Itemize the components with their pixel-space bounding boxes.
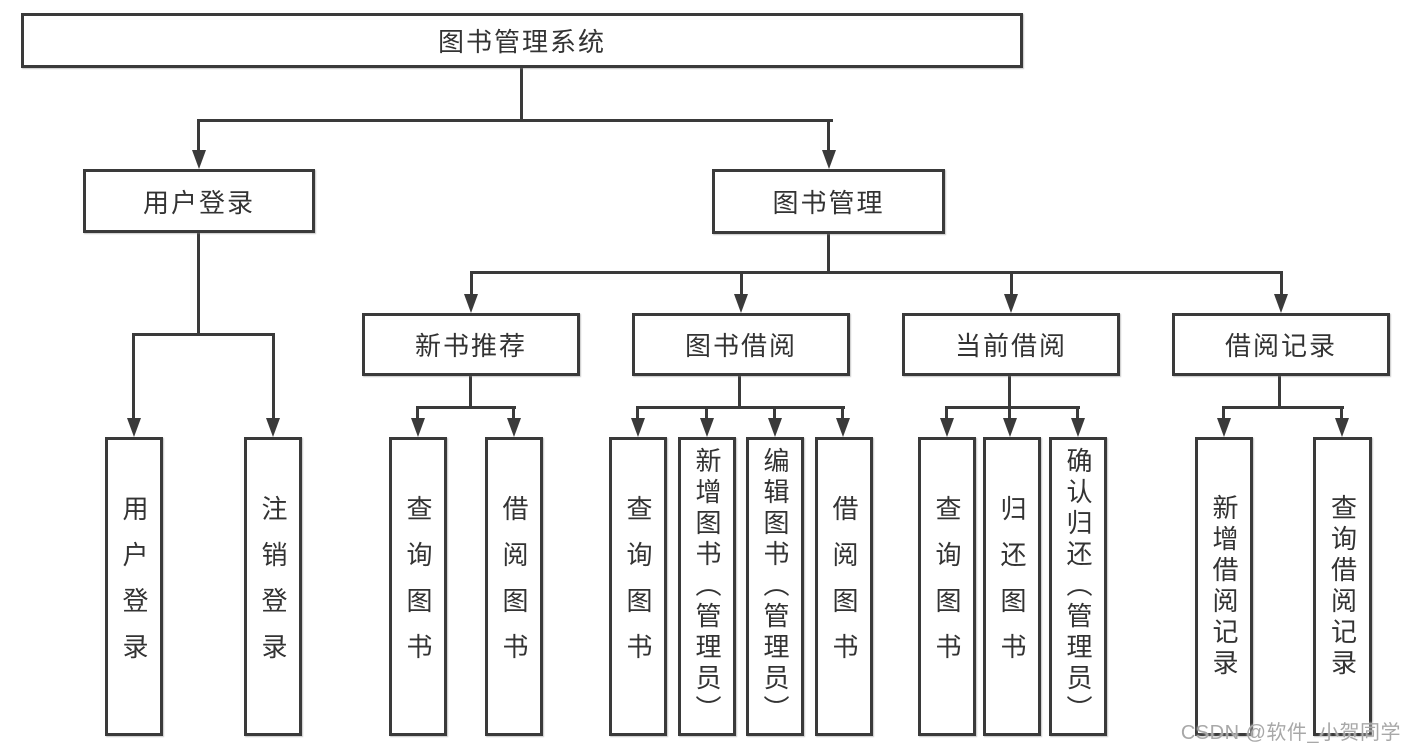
edge-line	[945, 406, 948, 419]
arrowhead	[1274, 294, 1288, 313]
arrowhead	[464, 294, 478, 313]
edge-line	[1008, 376, 1011, 409]
arrowhead	[940, 418, 954, 437]
node-label: 归还图书	[997, 494, 1027, 679]
node-label: 用户登录	[142, 187, 255, 218]
edge-line	[827, 119, 830, 151]
arrowhead	[192, 150, 206, 169]
arrowhead	[1071, 418, 1085, 437]
arrowhead	[266, 418, 280, 437]
edge-line	[132, 333, 135, 419]
node-label: 用户登录	[119, 494, 149, 679]
edge-line	[197, 119, 833, 122]
edge-line	[1222, 406, 1344, 409]
node-borrowing-add-books-admin: 新增图书（管理员）	[678, 437, 736, 736]
edge-line	[520, 68, 523, 120]
edge-line	[636, 406, 639, 419]
node-label: 图书管理系统	[437, 27, 606, 57]
edge-line	[1222, 406, 1225, 419]
node-label: 注销登录	[258, 494, 288, 679]
arrowhead	[1335, 418, 1349, 437]
node-label: 当前借阅	[954, 331, 1067, 361]
node-current-confirm-return-admin: 确认归还（管理员）	[1049, 437, 1107, 736]
arrowhead	[700, 418, 714, 437]
node-label: 借阅图书	[499, 494, 529, 679]
edge-line	[469, 376, 472, 409]
arrowhead	[734, 294, 748, 313]
node-label: 确认归还（管理员）	[1063, 447, 1093, 726]
arrowhead	[127, 418, 141, 437]
node-label: 新书推荐	[414, 331, 527, 361]
edge-line	[132, 333, 275, 336]
node-user-login: 用户登录	[83, 169, 315, 233]
node-borrowing-edit-books-admin: 编辑图书（管理员）	[746, 437, 804, 736]
edge-line	[272, 333, 275, 419]
edge-line	[1340, 406, 1343, 419]
node-current-return-books: 归还图书	[983, 437, 1041, 736]
node-label: 借阅图书	[829, 494, 859, 679]
node-borrowing-records: 借阅记录	[1172, 313, 1390, 376]
node-records-query-record: 查询借阅记录	[1313, 437, 1372, 736]
edge-line	[636, 406, 845, 409]
edge-line	[470, 271, 1282, 274]
csdn-watermark: CSDN @软件_小贺同学	[1180, 722, 1401, 744]
edge-line	[945, 406, 1080, 409]
node-label: 编辑图书（管理员）	[760, 447, 790, 726]
arrowhead	[1217, 418, 1231, 437]
node-recommend-query-books: 查询图书	[389, 437, 447, 736]
node-label: 新增借阅记录	[1209, 493, 1239, 680]
node-borrowing-borrow-books: 借阅图书	[815, 437, 873, 736]
arrowhead	[822, 150, 836, 169]
arrowhead	[631, 418, 645, 437]
arrowhead	[836, 418, 850, 437]
node-records-add-record: 新增借阅记录	[1195, 437, 1253, 736]
edge-line	[827, 234, 830, 274]
node-recommend-borrow-books: 借阅图书	[485, 437, 543, 736]
edge-line	[1008, 406, 1011, 419]
arrowhead	[1003, 418, 1017, 437]
arrowhead	[1004, 294, 1018, 313]
edge-line	[705, 406, 708, 419]
node-label: 图书借阅	[684, 331, 797, 361]
node-current-query-books: 查询图书	[918, 437, 976, 736]
edge-line	[841, 406, 844, 419]
arrowhead	[411, 418, 425, 437]
edge-line	[416, 406, 516, 409]
node-library-system: 图书管理系统	[21, 13, 1023, 68]
node-label: 查询图书	[623, 494, 653, 679]
node-label: 查询借阅记录	[1327, 493, 1358, 680]
edge-line	[197, 233, 200, 336]
arrowhead	[768, 418, 782, 437]
node-new-book-recommend: 新书推荐	[362, 313, 580, 376]
arrowhead	[507, 418, 521, 437]
edge-line	[740, 271, 743, 295]
node-current-borrowing: 当前借阅	[902, 313, 1120, 376]
edge-line	[197, 119, 200, 151]
edge-line	[470, 271, 473, 295]
edge-line	[1280, 271, 1283, 295]
node-borrowing-query-books: 查询图书	[609, 437, 667, 736]
node-book-borrowing: 图书借阅	[632, 313, 850, 376]
node-label: 查询图书	[403, 494, 433, 679]
node-label: 新增图书（管理员）	[692, 447, 722, 726]
node-login: 用户登录	[105, 437, 163, 736]
edge-line	[1010, 271, 1013, 295]
edge-line	[773, 406, 776, 419]
edge-line	[416, 406, 419, 419]
edge-line	[512, 406, 515, 419]
node-label: 查询图书	[932, 494, 962, 679]
node-book-management: 图书管理	[712, 169, 945, 234]
node-label: 借阅记录	[1224, 331, 1337, 361]
node-logout: 注销登录	[244, 437, 302, 736]
edge-line	[1278, 376, 1281, 409]
node-label: 图书管理	[772, 188, 885, 218]
edge-line	[1076, 406, 1079, 419]
edge-line	[738, 376, 741, 409]
